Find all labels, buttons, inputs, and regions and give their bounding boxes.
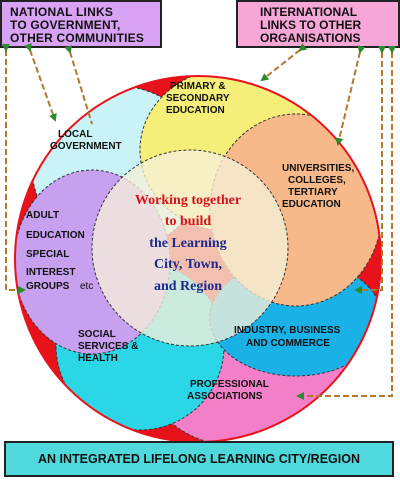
professional-label: PROFESSIONAL ASSOCIATIONS	[187, 379, 272, 402]
center-line-5: and Region	[154, 279, 222, 294]
universities-line-1: UNIVERSITIES,	[282, 163, 354, 174]
social-line-1: SOCIAL	[78, 329, 116, 340]
center-circle	[91, 149, 289, 347]
primary-secondary-label: PRIMARY & SECONDARY EDUCATION	[166, 81, 232, 116]
professional-line-1: PROFESSIONAL	[190, 379, 269, 390]
adult-line-3: SPECIAL	[26, 249, 69, 260]
universities-line-4: EDUCATION	[282, 199, 341, 210]
integrated-city-banner: AN INTEGRATED LIFELONG LEARNING CITY/REG…	[4, 441, 394, 477]
international-links-line-3: ORGANISATIONS	[260, 31, 361, 45]
center-line-2: to build	[165, 214, 212, 229]
adult-line-2: EDUCATION	[26, 230, 85, 241]
adult-line-4: INTEREST	[26, 267, 75, 278]
center-line-3: the Learning	[149, 236, 226, 251]
industry-label: INDUSTRY, BUSINESS AND COMMERCE	[234, 325, 343, 349]
social-line-2: SERVICES &	[78, 341, 138, 352]
primary-line-1: PRIMARY &	[170, 81, 226, 92]
national-links-line-2: TO GOVERNMENT,	[10, 18, 121, 32]
adult-education-etc: etc	[80, 281, 93, 292]
international-links-box: INTERNATIONAL LINKS TO OTHER ORGANISATIO…	[236, 0, 400, 48]
industry-line-2: AND COMMERCE	[246, 338, 330, 349]
local-government-line-1: LOCAL	[58, 129, 92, 140]
arrow-national-to-local	[64, 45, 93, 125]
national-links-box: NATIONAL LINKS TO GOVERNMENT, OTHER COMM…	[0, 0, 162, 48]
arrow-international-primary	[260, 43, 308, 82]
local-government-label: LOCAL GOVERNMENT	[50, 129, 122, 152]
adult-line-5: GROUPS	[26, 281, 70, 292]
adult-education-label: ADULT EDUCATION SPECIAL INTEREST GROUPS	[26, 210, 87, 292]
arrow-international-professional	[296, 46, 396, 400]
center-line-4: City, Town,	[154, 257, 222, 272]
international-links-line-1: INTERNATIONAL	[260, 5, 358, 19]
primary-line-2: SECONDARY	[166, 93, 230, 104]
local-government-line-2: GOVERNMENT	[50, 141, 122, 152]
universities-line-3: TERTIARY	[288, 187, 338, 198]
professional-line-2: ASSOCIATIONS	[187, 391, 263, 402]
arrow-national-local-gov	[24, 43, 57, 122]
social-line-3: HEALTH	[78, 353, 118, 364]
primary-line-3: EDUCATION	[166, 105, 225, 116]
industry-line-1: INDUSTRY, BUSINESS	[234, 325, 341, 336]
arrow-national-left	[2, 44, 26, 294]
center-line-1: Working together	[135, 193, 241, 208]
international-links-line-2: LINKS TO OTHER	[260, 18, 362, 32]
adult-line-1: ADULT	[26, 210, 59, 221]
national-links-line-3: OTHER COMMUNITIES	[10, 31, 145, 45]
national-links-line-1: NATIONAL LINKS	[10, 5, 114, 19]
arrow-international-universities	[335, 45, 366, 146]
universities-line-2: COLLEGES,	[288, 175, 346, 186]
social-services-label: SOCIAL SERVICES & HEALTH	[78, 329, 141, 364]
